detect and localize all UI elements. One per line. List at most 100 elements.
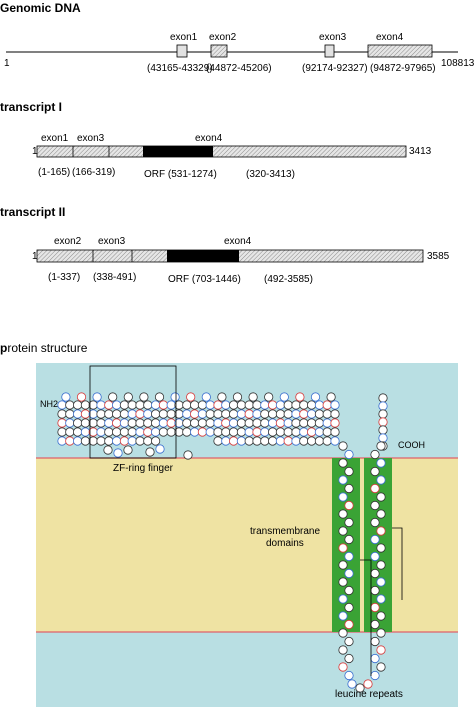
residue-bead (295, 392, 305, 402)
residue-bead (135, 427, 145, 437)
residue-bead (344, 534, 354, 545)
residue-bead (299, 427, 309, 437)
residue-bead (244, 418, 254, 428)
residue-bead (73, 427, 83, 437)
residue-bead (344, 585, 354, 596)
residue-bead (330, 418, 340, 428)
transcript1-panel: transcript I exon1 exon3 exon4 1 3413 (1… (0, 100, 432, 180)
residue-bead (283, 427, 293, 437)
residue-bead (166, 418, 176, 428)
residue-bead (306, 436, 317, 446)
residue-bead (338, 594, 348, 604)
residue-bead (127, 427, 137, 437)
residue-bead (229, 418, 239, 428)
residue-bead (275, 409, 285, 419)
residue-bead (370, 500, 380, 511)
genomic-exon1-range: (43165-43329) (147, 63, 213, 74)
residue-bead (314, 418, 324, 428)
residue-bead (347, 679, 357, 689)
transcript1-orf-box (143, 146, 213, 157)
residue-bead (338, 492, 348, 502)
membrane-region (36, 458, 458, 632)
genomic-exon2-box (210, 44, 228, 58)
residue-bead (221, 418, 231, 428)
leucine-repeat-bracket-1 (360, 559, 372, 676)
residue-bead (330, 400, 340, 410)
residue-bead (65, 409, 75, 419)
residue-bead (338, 526, 348, 536)
residue-bead (291, 418, 301, 428)
residue-bead (344, 500, 354, 511)
residue-bead (376, 628, 386, 638)
transcript1-orf-label: ORF (531-1274) (144, 169, 217, 180)
leucine-repeats-label: leucine repeats (335, 689, 403, 700)
residue-bead (338, 662, 348, 672)
residue-bead (306, 418, 317, 428)
residue-bead (260, 436, 270, 446)
residue-bead (183, 450, 193, 460)
residue-bead (213, 400, 223, 410)
transcript2-orf-box (167, 250, 239, 262)
residue-bead (197, 400, 207, 410)
residue-bead (197, 427, 207, 437)
residue-bead (232, 392, 243, 402)
residue-bead (96, 400, 106, 410)
residue-bead (376, 577, 386, 587)
residue-bead (143, 400, 153, 410)
residue-bead (338, 645, 348, 655)
residue-bead (376, 611, 386, 621)
transcript2-title: transcript II (0, 205, 65, 219)
residue-bead (283, 400, 293, 410)
residue-bead (143, 418, 153, 428)
residue-bead (370, 653, 380, 664)
residue-bead (119, 409, 130, 419)
residue-bead (135, 418, 145, 428)
residue-bead (61, 392, 71, 402)
residue-bead (260, 409, 270, 419)
residue-bead (104, 427, 114, 437)
residue-bead (299, 400, 309, 410)
residue-bead (344, 602, 354, 613)
residue-bead (205, 409, 215, 419)
residue-bead (370, 466, 380, 477)
genomic-exon2-label: exon2 (209, 32, 237, 43)
residue-bead (378, 393, 388, 403)
residue-bead (104, 409, 114, 419)
residue-bead (217, 392, 227, 402)
residue-bead (344, 619, 354, 630)
protein-title-rest: rotein structure (7, 341, 87, 355)
residue-bead (80, 400, 91, 410)
residue-bead (135, 409, 145, 419)
residue-bead (244, 400, 254, 410)
residue-bead (376, 492, 386, 502)
protein-structure-panel: protein structure ZF-ring finger NH2 COO… (0, 341, 458, 707)
residue-bead (182, 427, 192, 437)
transcript2-range-1: (1-337) (48, 272, 80, 283)
transcript2-end: 3585 (427, 251, 450, 262)
residue-bead (378, 417, 388, 427)
residue-bead (213, 418, 223, 428)
residue-bead (378, 425, 388, 435)
residue-bead (155, 444, 165, 454)
genomic-start: 1 (4, 58, 10, 69)
residue-bead (306, 427, 317, 437)
residue-bead (260, 400, 270, 410)
residue-bead (166, 427, 176, 437)
transcript2-exon4-label: exon4 (224, 236, 252, 247)
residue-bead (376, 645, 386, 655)
residue-bead (252, 418, 262, 428)
transcript1-end: 3413 (409, 146, 432, 157)
residue-bead (370, 619, 380, 630)
residue-bead (338, 577, 348, 587)
residue-bead (73, 418, 83, 428)
residue-bead (314, 409, 324, 419)
residue-bead (267, 436, 278, 446)
residue-bead (80, 409, 91, 419)
residue-bead (205, 427, 215, 437)
residue-bead (370, 568, 380, 579)
residue-bead (190, 400, 200, 410)
residue-bead (135, 400, 145, 410)
nh2-terminus-label: NH2 (40, 399, 58, 409)
residue-bead (145, 447, 155, 457)
residue-bead (370, 585, 380, 596)
